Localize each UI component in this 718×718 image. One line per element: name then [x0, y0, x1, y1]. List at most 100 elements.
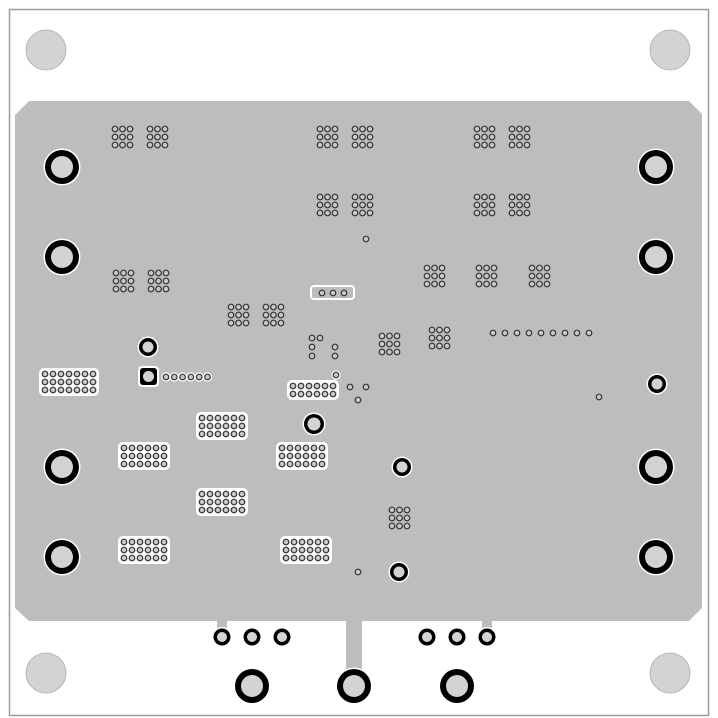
via: [523, 141, 531, 149]
via: [351, 193, 359, 201]
via: [238, 490, 246, 498]
via: [388, 514, 396, 522]
via: [235, 303, 242, 311]
via: [483, 272, 490, 280]
via: [160, 452, 168, 460]
mounting-hole: [649, 29, 691, 71]
via: [294, 444, 302, 452]
via: [206, 490, 214, 498]
via: [314, 554, 322, 562]
via: [126, 133, 134, 141]
via: [282, 546, 290, 554]
via: [147, 269, 155, 277]
via: [282, 554, 290, 562]
via: [152, 444, 160, 452]
via: [351, 209, 359, 217]
via: [89, 386, 97, 394]
via: [310, 452, 318, 460]
via: [331, 343, 339, 351]
via: [516, 201, 523, 209]
via: [136, 444, 144, 452]
via: [324, 193, 331, 201]
via: [543, 264, 551, 272]
via: [332, 371, 340, 379]
via: [230, 498, 238, 506]
via: [362, 383, 370, 391]
via: [206, 430, 214, 438]
via: [262, 319, 270, 327]
via: [378, 348, 386, 356]
via: [282, 538, 290, 546]
via: [128, 444, 136, 452]
via: [351, 141, 359, 149]
via: [305, 390, 313, 398]
via: [161, 141, 169, 149]
via: [278, 460, 286, 468]
via: [523, 201, 531, 209]
via: [147, 285, 155, 293]
via: [49, 386, 57, 394]
via: [481, 141, 488, 149]
via: [238, 498, 246, 506]
via: [230, 506, 238, 514]
via: [366, 125, 374, 133]
via: [354, 568, 362, 576]
via: [322, 554, 330, 562]
via: [359, 193, 366, 201]
via: [490, 280, 498, 288]
through-hole-pad-hole: [51, 156, 73, 178]
via-array-clearance: [287, 380, 339, 400]
via: [112, 285, 120, 293]
via: [290, 554, 298, 562]
small-pad-hole: [247, 632, 257, 642]
via: [508, 125, 516, 133]
via: [41, 378, 49, 386]
via: [73, 370, 81, 378]
via: [393, 340, 401, 348]
via: [331, 141, 339, 149]
via: [286, 452, 294, 460]
via: [120, 452, 128, 460]
via: [423, 264, 431, 272]
via: [313, 382, 321, 390]
via: [277, 319, 285, 327]
via: [187, 373, 195, 381]
via: [403, 522, 411, 530]
via: [136, 538, 144, 546]
via: [270, 303, 277, 311]
via: [475, 272, 483, 280]
via: [523, 209, 531, 217]
via: [206, 414, 214, 422]
via: [111, 141, 119, 149]
via: [127, 277, 135, 285]
via: [431, 264, 438, 272]
via: [481, 125, 488, 133]
via: [235, 311, 242, 319]
via: [155, 269, 162, 277]
medium-pad-hole: [307, 417, 321, 431]
via: [537, 329, 545, 337]
via: [516, 125, 523, 133]
via: [298, 538, 306, 546]
via: [214, 430, 222, 438]
via: [318, 452, 326, 460]
via: [297, 390, 305, 398]
via: [488, 209, 496, 217]
via: [481, 209, 488, 217]
via: [481, 193, 488, 201]
via: [329, 390, 337, 398]
via: [318, 460, 326, 468]
via: [198, 414, 206, 422]
via: [306, 554, 314, 562]
via: [306, 546, 314, 554]
via: [128, 546, 136, 554]
via: [501, 329, 509, 337]
copper-pour: [15, 101, 702, 621]
via: [198, 430, 206, 438]
via: [378, 340, 386, 348]
via: [523, 193, 531, 201]
via: [198, 490, 206, 498]
via: [423, 272, 431, 280]
via: [473, 193, 481, 201]
